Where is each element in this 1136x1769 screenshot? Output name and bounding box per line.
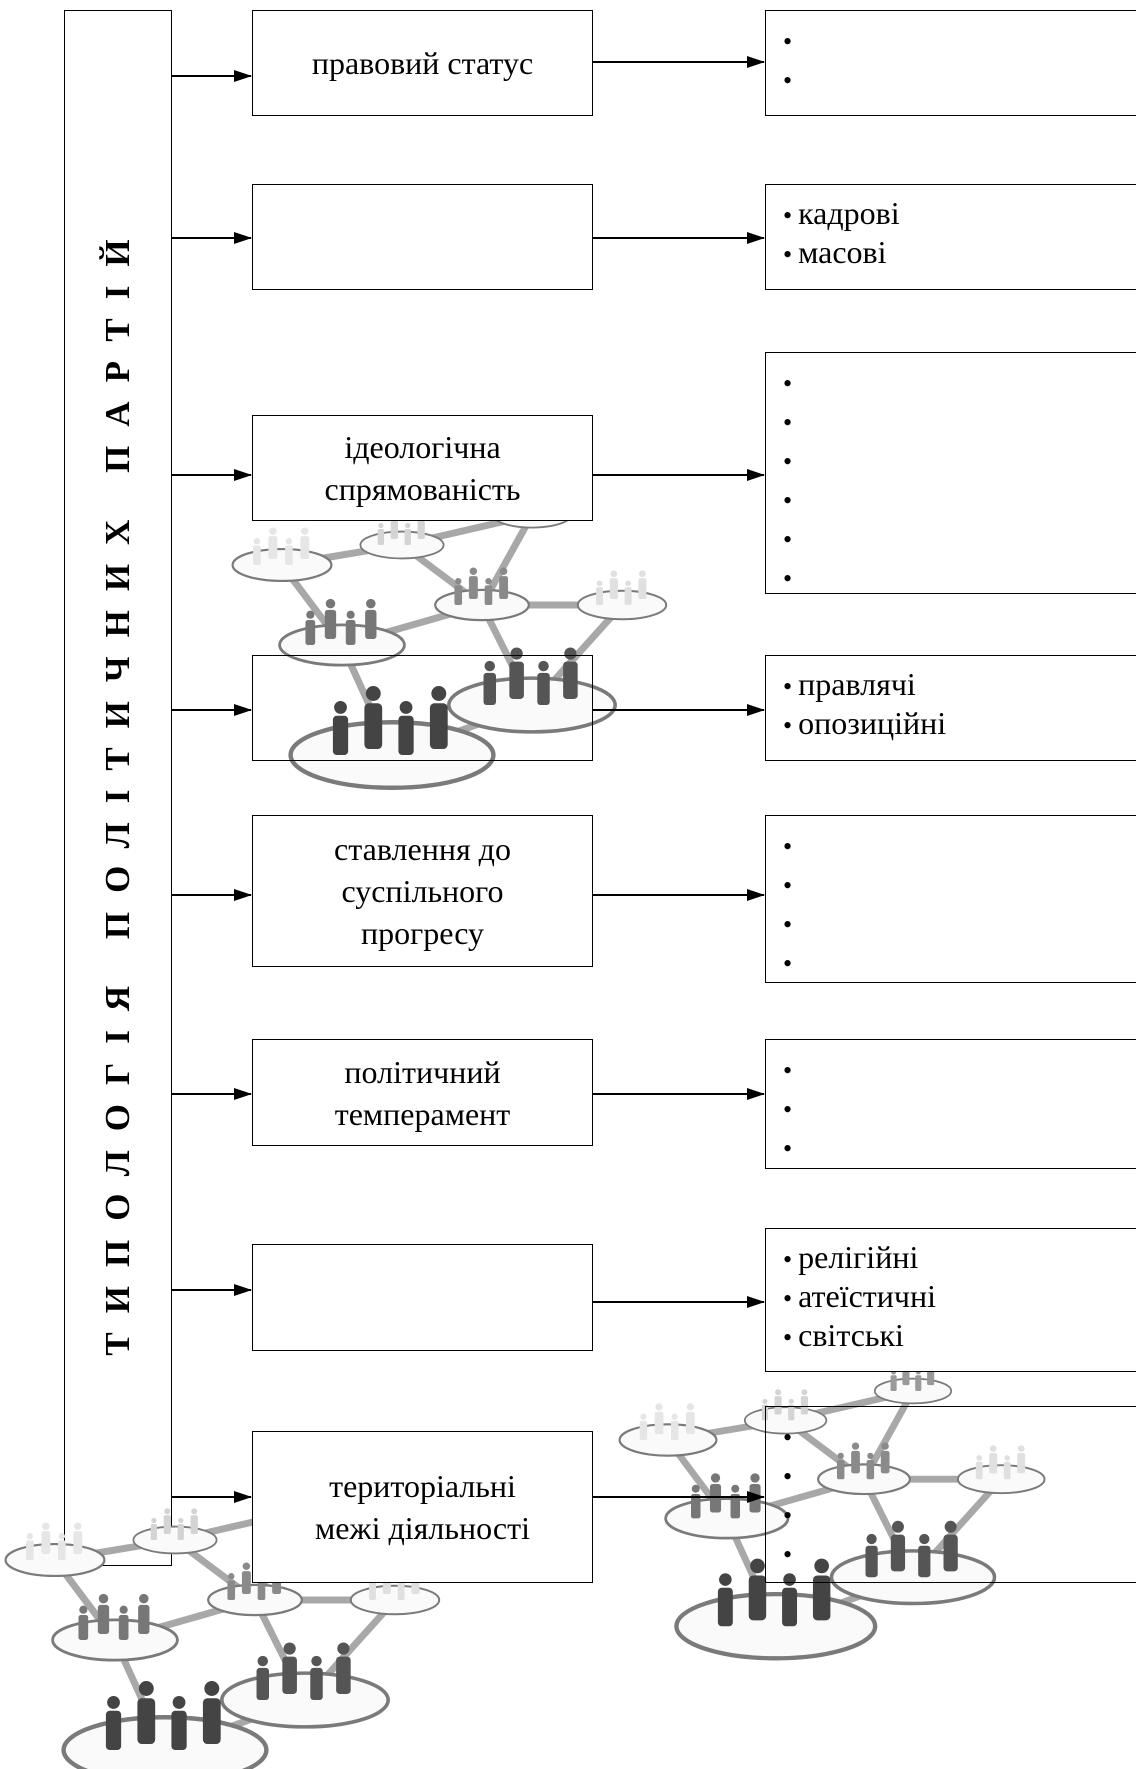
type-list-item: • <box>783 904 1136 943</box>
criterion-box-6: політичний темперамент <box>252 1039 593 1146</box>
bullet-icon: • <box>783 201 793 230</box>
criterion-label: правовий статус <box>311 45 534 81</box>
bullet-icon: • <box>783 525 793 554</box>
bullet-icon: • <box>783 66 793 95</box>
criterion-label: ідеологічна спрямованість <box>324 429 521 507</box>
type-list-item: • <box>783 480 1136 519</box>
bullet-icon: • <box>783 369 793 398</box>
types-box-7: •релігійні•атеїстичні•світські <box>765 1228 1136 1372</box>
criterion-box-4 <box>252 655 593 761</box>
type-label: релігійні <box>798 1239 919 1275</box>
criterion-label: ставлення до суспільного прогресу <box>334 831 511 951</box>
type-list-item: •масові <box>783 234 1136 273</box>
people-network-image <box>231 483 668 790</box>
type-list-item: • <box>783 519 1136 558</box>
criterion-label: територіальні межі діяльності <box>315 1468 530 1546</box>
type-label: опозиційні <box>798 705 947 741</box>
type-list-item: • <box>783 60 1136 99</box>
bullet-icon: • <box>783 1323 793 1352</box>
type-list-item: • <box>783 1089 1136 1128</box>
type-list-item: • <box>783 865 1136 904</box>
criterion-label: політичний темперамент <box>334 1053 511 1132</box>
type-list-item: •світські <box>783 1317 1136 1356</box>
type-list-item: •опозиційні <box>783 705 1136 744</box>
type-label: кадрові <box>798 195 900 231</box>
type-list-item: •релігійні <box>783 1239 1136 1278</box>
type-label: атеїстичні <box>798 1278 936 1314</box>
bullet-icon: • <box>783 1245 793 1274</box>
type-list-item: •кадрові <box>783 195 1136 234</box>
type-label: масові <box>798 234 887 270</box>
criterion-box-5: ставлення до суспільного прогресу <box>252 815 593 967</box>
types-box-6: • • • <box>765 1039 1136 1169</box>
type-label: світські <box>798 1317 904 1353</box>
bullet-icon: • <box>783 1540 793 1569</box>
type-list-item: • <box>783 1534 1136 1573</box>
type-list-item: • <box>783 1128 1136 1167</box>
types-box-2: •кадрові•масові <box>765 184 1136 290</box>
bullet-icon: • <box>783 564 793 593</box>
criterion-box-1: правовий статус <box>252 10 593 116</box>
type-list-item: • <box>783 441 1136 480</box>
types-box-8: • • • • <box>765 1406 1136 1583</box>
bullet-icon: • <box>783 672 793 701</box>
types-box-5: • • • • <box>765 815 1136 983</box>
bullet-icon: • <box>783 1462 793 1491</box>
bullet-icon: • <box>783 1501 793 1530</box>
bullet-icon: • <box>783 447 793 476</box>
bullet-icon: • <box>783 949 793 978</box>
bullet-icon: • <box>783 240 793 269</box>
types-box-4: •правлячі•опозиційні <box>765 655 1136 761</box>
criterion-box-2 <box>252 184 593 290</box>
bullet-icon: • <box>783 408 793 437</box>
type-label: правлячі <box>798 666 916 702</box>
type-list-item: • <box>783 1050 1136 1089</box>
bullet-icon: • <box>783 486 793 515</box>
bullet-icon: • <box>783 910 793 939</box>
criterion-box-8: територіальні межі діяльності <box>252 1431 593 1583</box>
criterion-box-7 <box>252 1244 593 1351</box>
type-list-item: • <box>783 21 1136 60</box>
type-list-item: • <box>783 1417 1136 1456</box>
type-list-item: • <box>783 826 1136 865</box>
typology-title-box: ТИПОЛОГІЯ ПОЛІТИЧНИХ ПАРТІЙ <box>64 10 172 1566</box>
bullet-icon: • <box>783 832 793 861</box>
type-list-item: •атеїстичні <box>783 1278 1136 1317</box>
type-list-item: • <box>783 943 1136 982</box>
type-list-item: • <box>783 558 1136 597</box>
bullet-icon: • <box>783 1134 793 1163</box>
type-list-item: •правлячі <box>783 666 1136 705</box>
bullet-icon: • <box>783 871 793 900</box>
type-list-item: • <box>783 1495 1136 1534</box>
type-list-item: • <box>783 1456 1136 1495</box>
type-list-item: • <box>783 402 1136 441</box>
bullet-icon: • <box>783 1284 793 1313</box>
types-box-3: • • • • • • <box>765 352 1136 594</box>
types-box-1: •• <box>765 10 1136 116</box>
bullet-icon: • <box>783 1095 793 1124</box>
type-list-item: • <box>783 363 1136 402</box>
bullet-icon: • <box>783 1423 793 1452</box>
bullet-icon: • <box>783 1056 793 1085</box>
criterion-box-3: ідеологічна спрямованість <box>252 415 593 521</box>
bullet-icon: • <box>783 27 793 56</box>
bullet-icon: • <box>783 711 793 740</box>
